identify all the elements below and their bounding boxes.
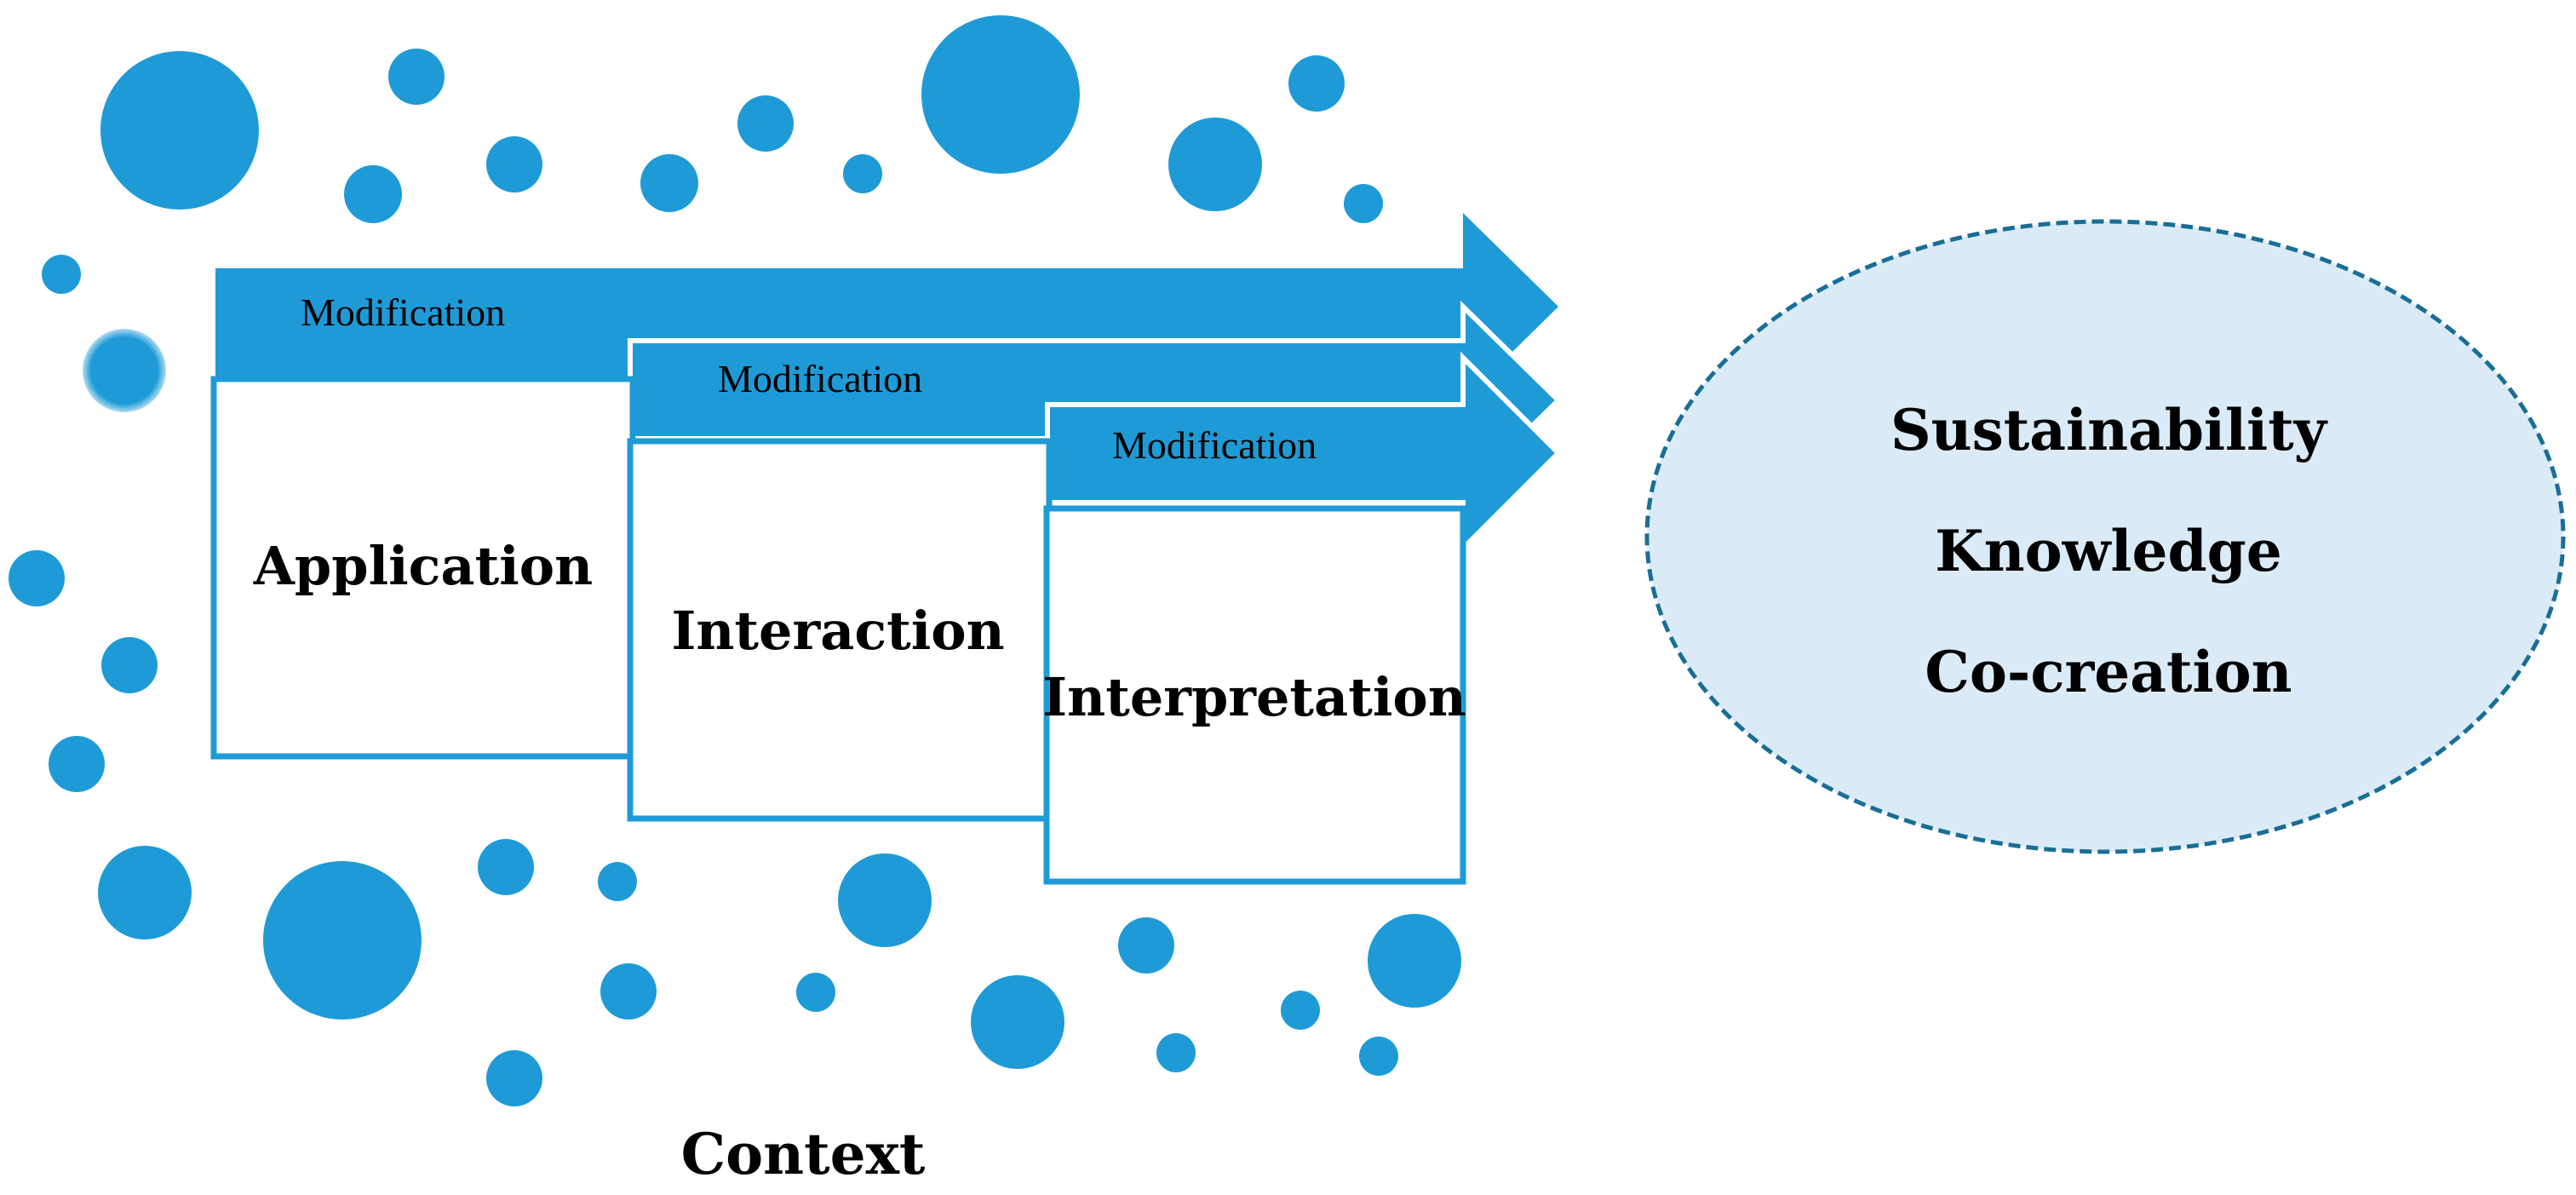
context-bubble [1118,917,1174,974]
context-bubble [100,51,259,210]
modification-arrow-3 [1045,351,1563,555]
context-bubble [9,550,65,606]
context-bubble [1281,991,1320,1030]
stage-box-application [210,376,636,760]
context-bubble [486,1050,542,1106]
context-bubble [640,154,698,212]
context-bubble [1344,184,1383,223]
outcome-label-co-creation: Co-creation [1925,639,2292,705]
context-bubble [1368,914,1461,1008]
context-bubble [263,861,422,1020]
stage-box-interaction [627,438,1053,822]
context-bubble [843,154,882,193]
outcome-ellipse [1644,219,2566,854]
context-bubble [921,15,1080,174]
context-bubble [1168,118,1262,211]
context-bubble [83,329,166,412]
context-bubble [1156,1033,1196,1072]
context-bubble [598,862,637,901]
context-bubble [1359,1037,1398,1076]
context-bubble [42,255,81,294]
context-bubble [486,136,542,192]
context-bubble [737,95,794,152]
stage-label-interpretation: Interpretation [1042,666,1466,728]
context-bubble [101,637,158,693]
context-bubbles [9,15,1461,1106]
stage-label-application: Application [253,535,593,597]
context-bubble [838,853,932,947]
context-bubble [600,963,657,1020]
stage-box-interpretation [1043,505,1466,885]
outcome-label-sustainability: Sustainability [1890,397,2328,463]
context-bubble [971,975,1064,1069]
context-label: Context [681,1121,926,1187]
modification-label-2: Modification [718,357,922,400]
stage-label-interaction: Interaction [671,600,1004,662]
modification-label-1: Modification [301,290,505,334]
context-bubble [1288,55,1345,112]
modification-label-3: Modification [1112,423,1317,467]
context-bubble [344,165,402,223]
outcome-label-knowledge: Knowledge [1935,518,2282,584]
context-bubble [98,846,192,939]
context-bubble [796,973,835,1012]
context-bubble [49,736,105,792]
context-bubble [478,839,534,895]
context-bubble [388,49,445,105]
